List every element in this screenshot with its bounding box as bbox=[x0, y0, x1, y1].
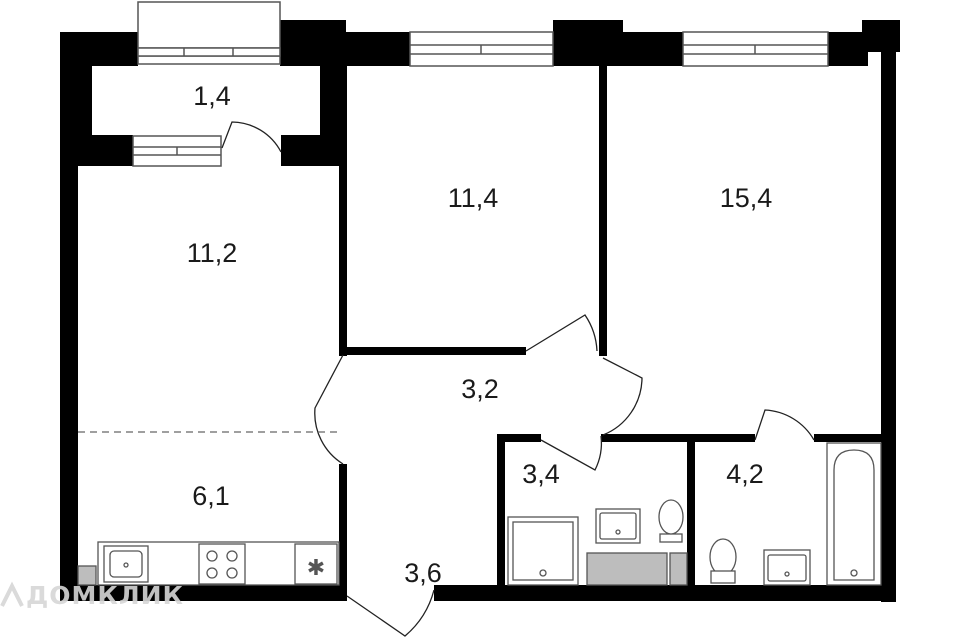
washbasin-icon bbox=[763, 549, 811, 586]
toilet-icon bbox=[658, 499, 684, 543]
doors bbox=[221, 121, 815, 637]
watermark-text: ДОМКЛИК bbox=[26, 581, 184, 610]
wall-divider-left bbox=[339, 66, 347, 356]
area-label-bathroom-shower: 3,4 bbox=[522, 459, 560, 489]
wall-divider-right bbox=[599, 66, 607, 356]
room-labels: 1,4 11,4 15,4 11,2 3,2 6,1 3,4 4,2 3,6 bbox=[187, 81, 773, 588]
wall-bath-left bbox=[497, 434, 505, 601]
door-entrance bbox=[346, 589, 435, 637]
wall-top-right bbox=[623, 32, 683, 66]
wall-bath-top-far bbox=[814, 434, 884, 442]
door-bath-tub bbox=[754, 409, 815, 441]
door-living bbox=[314, 354, 344, 465]
door-bath-shower bbox=[540, 435, 603, 471]
area-label-bedroom-middle: 11,4 bbox=[448, 183, 499, 213]
wall-top-middle bbox=[346, 32, 410, 66]
wall-left bbox=[60, 135, 78, 600]
wall-kitchen-hall bbox=[339, 464, 347, 601]
wall-loggia-bottom-left bbox=[60, 135, 133, 166]
svg-text:✱: ✱ bbox=[307, 556, 325, 581]
area-label-corridor: 3,2 bbox=[461, 374, 499, 404]
utility-block-small bbox=[669, 552, 688, 586]
wall-top-corner bbox=[828, 32, 868, 66]
wall-bath-top-left bbox=[497, 434, 541, 442]
toilet-icon bbox=[709, 538, 737, 584]
wall-bottom-left bbox=[60, 585, 347, 601]
area-label-kitchen: 6,1 bbox=[192, 481, 230, 511]
area-label-bathroom-tub: 4,2 bbox=[726, 459, 764, 489]
door-bedroom-right bbox=[602, 357, 643, 436]
fridge-icon: ✱ bbox=[294, 543, 338, 585]
shower-tray-icon bbox=[507, 516, 579, 586]
stove-icon bbox=[198, 543, 246, 585]
bathtub-icon bbox=[826, 442, 882, 586]
area-label-entrance-hall: 3,6 bbox=[404, 558, 442, 588]
area-label-loggia: 1,4 bbox=[193, 81, 231, 111]
door-bedroom-middle bbox=[525, 314, 598, 352]
walls bbox=[60, 20, 900, 602]
wall-right bbox=[881, 32, 896, 602]
ventilation-shaft bbox=[77, 565, 97, 586]
domclick-logo-icon bbox=[0, 581, 24, 607]
washbasin-icon bbox=[595, 508, 641, 544]
wall-bottom-right bbox=[434, 585, 896, 601]
wall-bedroom-bottom bbox=[339, 347, 526, 355]
utility-block bbox=[586, 552, 668, 586]
wall-bath-middle bbox=[687, 434, 695, 601]
fixtures: ✱ bbox=[77, 442, 882, 586]
kitchen-sink-icon bbox=[103, 545, 149, 583]
wall-top-pillar-1 bbox=[280, 20, 346, 66]
wall-bath-top-right bbox=[601, 434, 755, 442]
watermark: ДОМКЛИК bbox=[0, 581, 184, 610]
window-loggia-sill bbox=[137, 47, 281, 57]
wall-top-pillar-2 bbox=[553, 20, 623, 66]
windows bbox=[132, 1, 829, 167]
area-label-living-room: 11,2 bbox=[187, 238, 238, 268]
area-label-bedroom-right: 15,4 bbox=[720, 183, 773, 213]
door-loggia bbox=[221, 121, 282, 153]
